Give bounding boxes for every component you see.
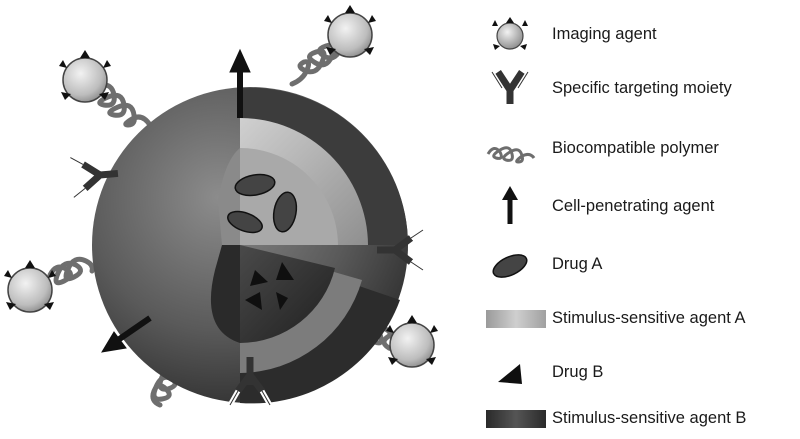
inner-lower-left	[210, 245, 240, 343]
nanoparticle-diagram	[4, 5, 438, 408]
targeting-moiety-icon	[490, 70, 530, 104]
legend-item-drug-b: Drug B	[480, 352, 800, 392]
legend-label: Biocompatible polymer	[552, 139, 719, 157]
drug-a-group	[227, 173, 298, 234]
imaging-agents	[4, 5, 438, 368]
dark-bar-icon	[486, 410, 546, 428]
imaging-agent-icon	[492, 17, 528, 50]
legend-item-drug-a: Drug A	[480, 244, 800, 284]
stimulus-layer-b	[240, 245, 335, 343]
drug-a-ellipse	[234, 173, 276, 197]
imaging-agent	[59, 50, 111, 103]
drug-b-triangle	[245, 292, 262, 310]
legend-item-targeting-moiety: Specific targeting moiety	[480, 68, 800, 108]
legend-label: Drug B	[552, 363, 604, 381]
legend-item-polymer: Biocompatible polymer	[480, 128, 800, 168]
triangle-icon	[498, 364, 522, 384]
cell-penetrating-arrows	[101, 48, 251, 353]
arrow-head-top	[229, 48, 251, 73]
legend-label: Imaging agent	[552, 25, 657, 43]
legend: Imaging agent Specific targeting moiety …	[480, 0, 800, 439]
imaging-agent	[324, 5, 376, 58]
polymer-chain-top-left	[97, 82, 153, 128]
legend-label: Stimulus-sensitive agent B	[552, 409, 747, 427]
drug-b-triangle	[250, 270, 268, 286]
imaging-agent	[386, 315, 438, 368]
drug-a-ellipse	[272, 191, 298, 233]
targeting-moiety-right	[377, 227, 425, 273]
polymer-chain-left	[47, 256, 95, 286]
polymer-icon	[486, 146, 536, 164]
legend-item-stimulus-a: Stimulus-sensitive agent A	[480, 298, 800, 338]
ellipse-icon	[492, 254, 528, 278]
arrow-shaft-bottom-left	[116, 315, 152, 343]
targeting-moieties	[69, 155, 425, 407]
legend-label: Specific targeting moiety	[552, 79, 732, 97]
arrow-head-bottom-left	[101, 331, 127, 353]
light-bar-icon	[486, 310, 546, 328]
polymer-chain-top-right	[289, 42, 343, 87]
imaging-agent	[4, 260, 56, 313]
drug-b-triangle	[276, 262, 294, 280]
legend-item-cell-penetrating: Cell-penetrating agent	[480, 186, 800, 226]
drug-a-ellipse	[227, 210, 263, 234]
legend-label: Cell-penetrating agent	[552, 197, 715, 215]
drug-b-group	[245, 262, 294, 310]
targeting-moiety-bottom	[227, 357, 273, 407]
legend-label: Drug A	[552, 255, 603, 273]
arrow-icon	[502, 186, 518, 224]
targeting-moiety-left	[69, 155, 119, 200]
legend-item-imaging-agent: Imaging agent	[480, 14, 800, 54]
legend-item-stimulus-b: Stimulus-sensitive agent B	[480, 398, 800, 438]
drug-b-triangle	[276, 292, 288, 310]
legend-label: Stimulus-sensitive agent A	[552, 309, 746, 327]
